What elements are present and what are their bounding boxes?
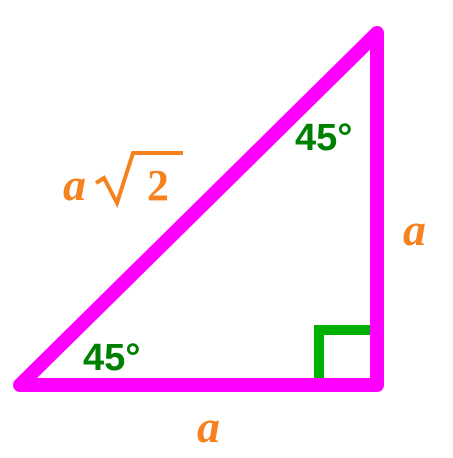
- bottom-left-angle-label: 45°: [83, 337, 140, 379]
- hypotenuse-label: a 2: [63, 151, 183, 210]
- radical-sign: [94, 151, 183, 209]
- right-isosceles-triangle: [13, 26, 384, 392]
- hypotenuse-radicand: 2: [147, 161, 169, 210]
- hypotenuse-variable: a: [63, 159, 86, 210]
- right-angle-marker: [314, 325, 376, 384]
- horizontal-side-label: a: [197, 401, 220, 452]
- vertical-side-label: a: [403, 204, 426, 255]
- top-angle-label: 45°: [295, 117, 352, 159]
